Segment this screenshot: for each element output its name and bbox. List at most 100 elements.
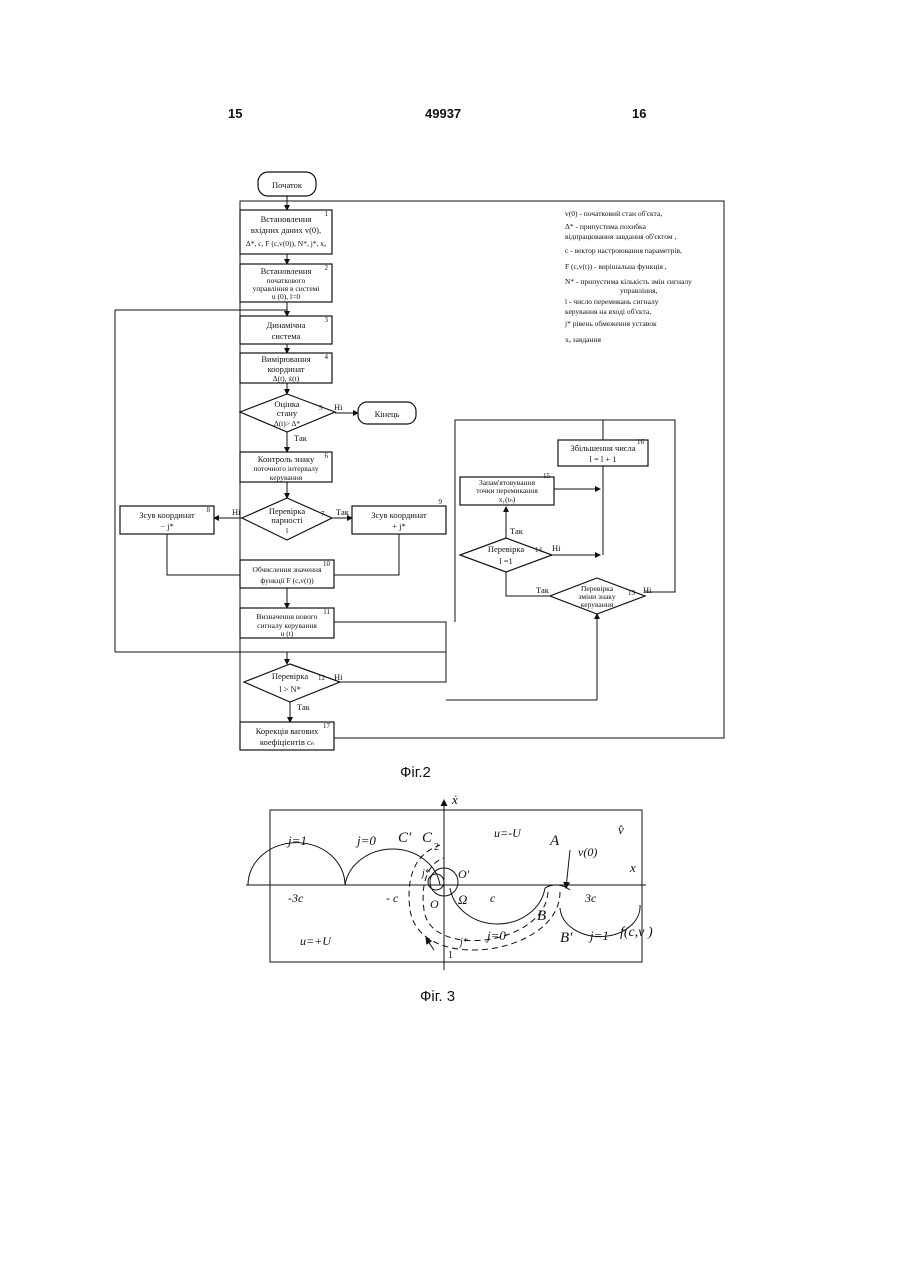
legend-line-9: керування на вході об'єкта, <box>565 307 651 316</box>
block-3-line-2: система <box>272 331 301 341</box>
block-9-number: 9 <box>439 498 443 506</box>
block-2-number: 2 <box>325 264 329 272</box>
block-4-line-2: координат <box>267 364 304 374</box>
block-17-line-1: Корекція вагових <box>256 726 319 736</box>
dashed-trajectory-inner <box>423 858 548 941</box>
decision-12-number: 12 <box>318 674 326 682</box>
block-9-line-2: + j* <box>392 521 406 531</box>
legend-line-3: відпрацювання завдання об'єктом , <box>565 232 677 241</box>
legend-line-10: j* рівень обмеження уставок <box>564 319 657 328</box>
decision-5-yes: Так <box>294 433 308 443</box>
block-3-line-1: Динамічна <box>266 320 305 330</box>
label-jstar-bottom: j* <box>458 937 468 948</box>
start-label: Початок <box>272 180 303 190</box>
block-17-number: 17 <box>323 722 331 730</box>
label-b-prime: B′ <box>560 930 573 946</box>
label-v0: v(0) <box>578 845 597 859</box>
block-1-number: 1 <box>325 210 329 218</box>
label-a: A <box>549 833 560 849</box>
block-15-line-2: точки перемикання <box>476 486 538 495</box>
decision-14-number: 14 <box>535 546 543 554</box>
figure-3-phase-plane: ẋ x v̂ j=1 j=0 C′ C u=-U A v(0) -3c - c … <box>0 790 901 1020</box>
decision-5-line-3: Δ(t)> Δ* <box>274 419 300 428</box>
block-10-number: 10 <box>323 560 331 568</box>
decision-14-line-2: l =1 <box>499 556 513 566</box>
label-point-1: 1 <box>448 950 453 961</box>
block-8-line-1: Зсув координат <box>139 510 195 520</box>
block-6-line-2: поточного інтервалу <box>253 464 318 473</box>
figure-2-flowchart: Початок 1 Встановлення вхідних даних v(0… <box>0 0 901 800</box>
decision-12-no: Ні <box>334 672 343 682</box>
decision-14-yes: Так <box>510 526 524 536</box>
block-15-number: 15 <box>543 472 551 480</box>
legend-line-6: N* - припустима кількість змін сигналу <box>565 277 692 286</box>
label-jstar-top: j* <box>420 868 430 879</box>
decision-7-line-3: l <box>286 526 288 535</box>
decision-7-number: 7 <box>321 510 325 518</box>
block-8-line-2: − j* <box>160 521 174 531</box>
label-b: B <box>537 908 546 924</box>
block-1-line-2: вхідних даних v(0), <box>251 225 321 235</box>
block-10-line-2: функції F (c,v(t)) <box>260 576 314 585</box>
decision-14-no: Ні <box>552 543 561 553</box>
block-17-line-2: коефіцієнтів cₙ <box>260 737 315 747</box>
block-4-number: 4 <box>325 353 329 361</box>
label-o: O <box>430 897 439 911</box>
label-j1-left: j=1 <box>286 833 307 848</box>
decision-5-number: 5 <box>319 404 323 412</box>
y-axis-label: ẋ <box>451 792 458 807</box>
label-u-minus: u=-U <box>494 826 522 840</box>
block-9-line-1: Зсув координат <box>371 510 427 520</box>
block-16-line-1: Збільшення числа <box>570 443 635 453</box>
decision-12-yes: Так <box>297 702 311 712</box>
label-point-2: 2 <box>434 842 439 853</box>
x-axis-label: x <box>629 860 636 875</box>
block-16-line-2: l = l + 1 <box>589 454 616 464</box>
block-8-number: 8 <box>207 506 211 514</box>
label-omega: Ω <box>458 892 467 907</box>
end-label: Кінець <box>375 409 400 419</box>
label-c: C <box>422 830 433 846</box>
legend-line-8: l - число перемикань сигналу <box>565 297 659 306</box>
tick-minus-3c: -3c <box>288 891 304 905</box>
block-10-line-1: Обчислення значення <box>252 565 322 574</box>
label-o-prime: O′ <box>458 867 470 881</box>
trajectory-arrow <box>426 938 434 950</box>
decision-13-line-3: керування <box>581 600 614 609</box>
figure-3-caption: Фіг. 3 <box>420 988 455 1005</box>
legend-line-1: v(0) - початковий стан об'єкта, <box>565 209 662 218</box>
legend-line-11: xₐ завдання <box>565 335 601 344</box>
block-16-number: 16 <box>637 438 645 446</box>
legend-line-7: управління, <box>620 286 658 295</box>
block-4-line-3: Δ(t), ẋ(t) <box>273 374 300 383</box>
label-j0-bottom: j=0 <box>485 928 506 943</box>
decision-7-yes: Так <box>336 507 350 517</box>
decision-7-no: Ні <box>232 507 241 517</box>
initial-state-arrow <box>566 850 570 888</box>
decision-13-no: Ні <box>643 585 652 595</box>
block-6-line-3: керування <box>270 473 303 482</box>
block-6-number: 6 <box>325 452 329 460</box>
legend-line-4: c - вектор настроювання параметрів, <box>565 246 682 255</box>
decision-12-line-1: Перевірка <box>272 671 309 681</box>
decision-12-line-2: l > N* <box>279 684 301 694</box>
decision-5-no: Ні <box>334 402 343 412</box>
tick-c: c <box>490 891 496 905</box>
legend: v(0) - початковий стан об'єкта, Δ* - при… <box>564 209 692 344</box>
decision-5-line-2: стану <box>277 408 298 418</box>
label-f: f(c,v ) <box>620 925 653 940</box>
block-3-number: 3 <box>325 316 329 324</box>
label-c-prime: C′ <box>398 830 412 846</box>
decision-13-number: 13 <box>628 589 636 597</box>
tick-minus-c: - c <box>386 891 399 905</box>
block-11-line-3: u (t) <box>281 629 294 638</box>
label-j1-right: j=1 <box>588 928 609 943</box>
left-arc-j1 <box>248 843 345 885</box>
label-j0-left: j=0 <box>355 833 376 848</box>
legend-line-5: F (c,v(t)) - вирішальна функція , <box>565 262 667 271</box>
decision-7-line-2: парності <box>271 515 303 525</box>
block-4-line-1: Вимірювання <box>261 354 310 364</box>
block-11-line-1: Визначення нового <box>256 612 317 621</box>
block-15-line-3: x₁(tₙ) <box>499 495 516 504</box>
figure-2-caption: Фіг.2 <box>400 764 431 781</box>
